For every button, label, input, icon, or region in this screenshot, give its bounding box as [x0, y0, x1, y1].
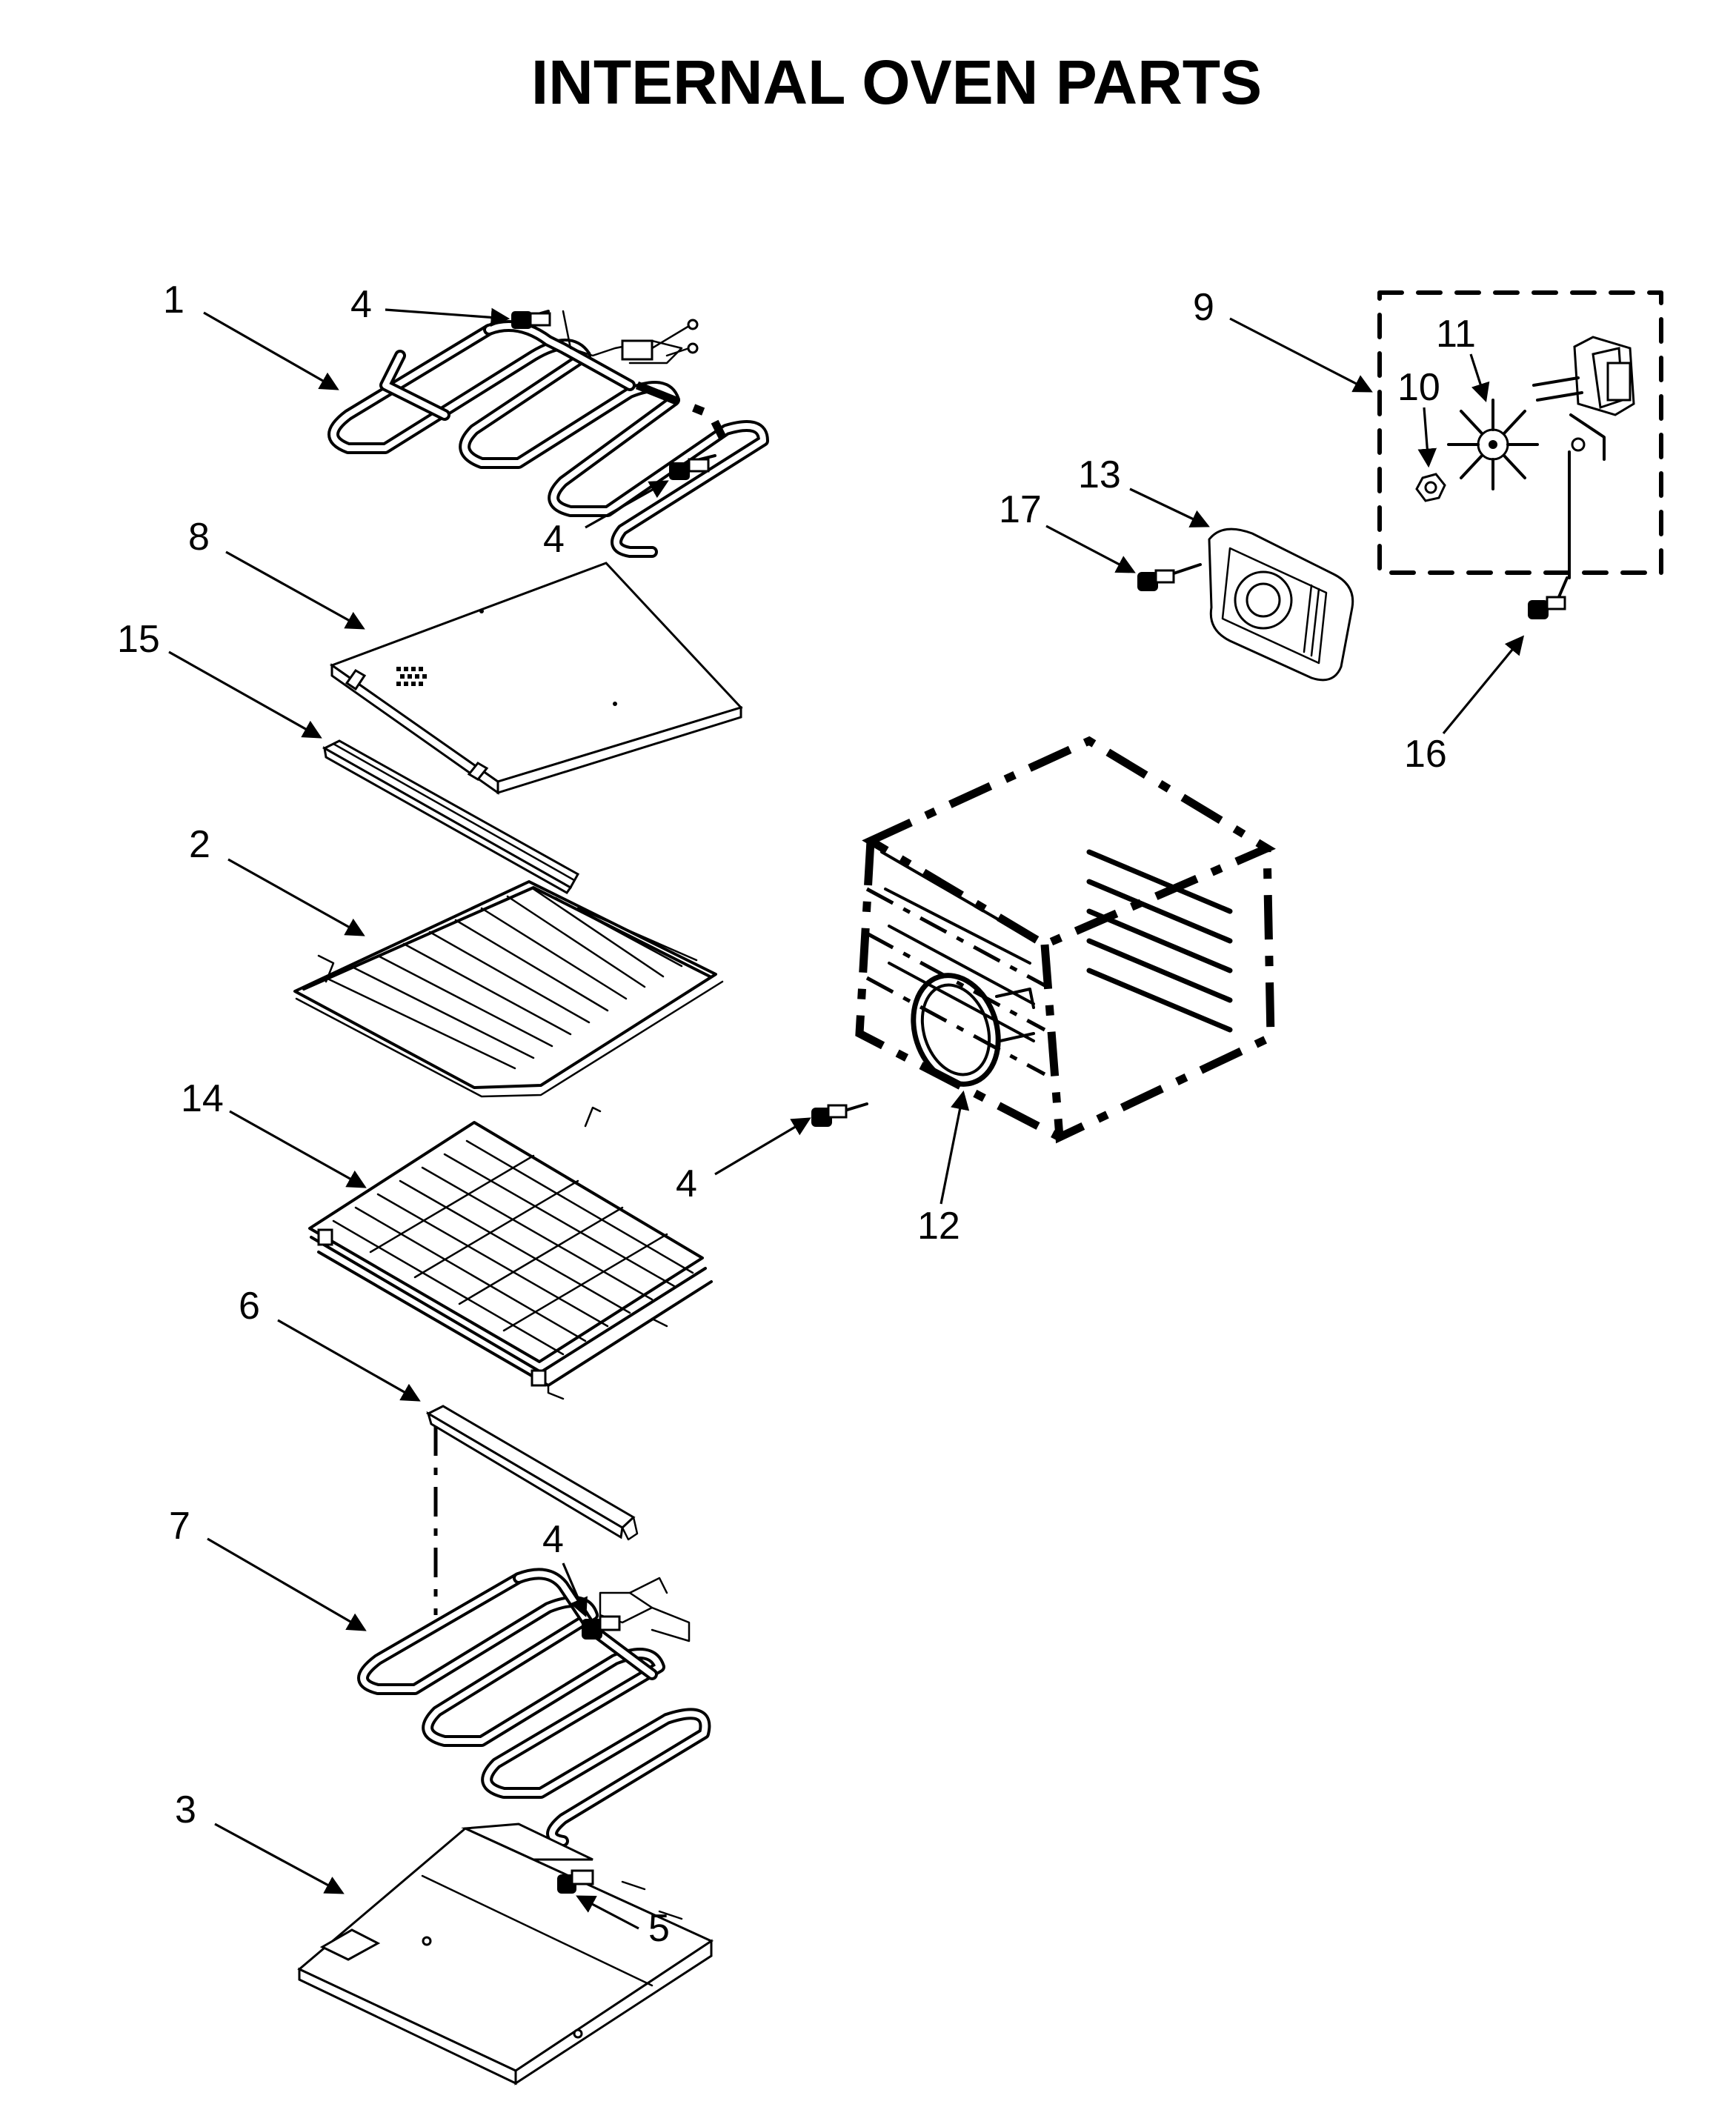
motor-nut [1415, 473, 1446, 502]
callout-14: 14 [181, 1077, 224, 1120]
callout-17: 17 [999, 488, 1042, 531]
callout-16: 16 [1404, 733, 1447, 776]
screw-17 [1137, 563, 1202, 591]
callout-2: 2 [189, 823, 210, 866]
part-3-bottom-cover [297, 1823, 714, 2086]
callout-4-cavity: 4 [676, 1162, 697, 1205]
screw-lower [582, 1615, 621, 1640]
callout-7: 7 [169, 1505, 190, 1548]
part-1-broil-element [327, 310, 769, 558]
callout-13: 13 [1078, 453, 1121, 496]
part-8-shield-plate [329, 562, 743, 795]
callout-12: 12 [917, 1205, 960, 1248]
part-2-oven-rack [293, 880, 724, 1128]
screw-16 [1528, 576, 1569, 619]
callout-4-lower: 4 [542, 1518, 564, 1561]
oven-cavity-outline [855, 736, 1276, 1144]
callout-8: 8 [188, 516, 210, 559]
callout-1: 1 [163, 279, 184, 322]
part-7-bake-element [357, 1568, 711, 1847]
callout-6: 6 [239, 1285, 260, 1328]
part-9-convection-motor-assembly [1377, 290, 1663, 579]
part-6-trim-bar [425, 1405, 639, 1541]
part-13-fan-cover [1208, 527, 1354, 682]
screw-bottom [557, 1869, 594, 1894]
part-12-convection-element [911, 973, 1035, 1087]
screw-upper-2 [669, 454, 716, 480]
callout-4-upper-second: 4 [543, 518, 565, 561]
diagram-title: INTERNAL OVEN PARTS [531, 47, 1262, 117]
callout-5: 5 [648, 1907, 670, 1950]
part-14-rollout-rack [308, 1121, 713, 1400]
part-15-trim-strip [322, 739, 580, 894]
callout-15: 15 [117, 618, 160, 661]
fan-blade [1447, 399, 1539, 490]
callout-3: 3 [175, 1788, 196, 1831]
callout-10: 10 [1397, 366, 1440, 409]
callout-4-upper: 4 [350, 283, 372, 326]
callout-11: 11 [1436, 313, 1476, 356]
screw-cavity [811, 1102, 868, 1127]
convection-motor [1532, 336, 1635, 579]
callout-9: 9 [1193, 286, 1214, 329]
screw-upper-1 [511, 310, 551, 329]
